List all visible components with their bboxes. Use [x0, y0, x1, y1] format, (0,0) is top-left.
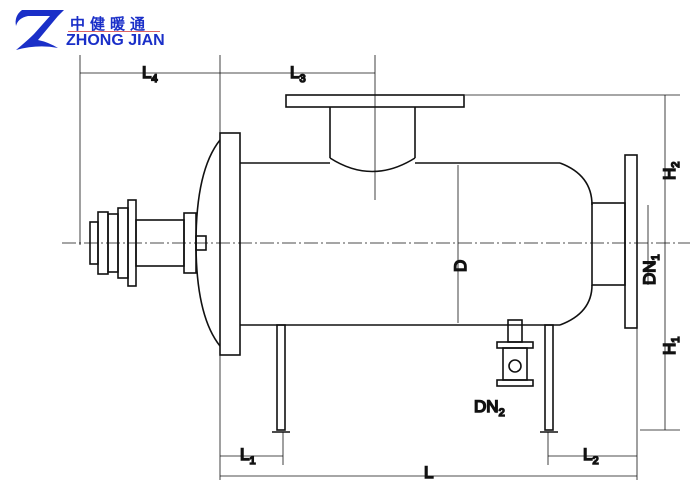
dim-D: D: [451, 260, 470, 272]
dim-H1: H1: [660, 337, 682, 355]
dim-L1: L1: [240, 445, 256, 467]
support-legs: [272, 324, 558, 433]
dim-DN1: DN1: [640, 254, 662, 285]
dim-DN2: DN2: [474, 397, 505, 419]
dim-L4: L4: [142, 63, 158, 85]
company-logo: 中健暖通 ZHONG JIAN: [8, 4, 208, 54]
dim-H2: H2: [660, 162, 682, 180]
electric-heater-head: [89, 199, 207, 287]
dim-L: L: [424, 463, 433, 482]
logo-chinese: 中健暖通: [70, 15, 151, 33]
dim-L2: L2: [583, 445, 599, 467]
logo-english: ZHONG JIAN: [66, 32, 165, 49]
vessel-body: [195, 132, 638, 356]
dimension-lines: [79, 55, 680, 480]
logo-underline: [68, 31, 160, 32]
drain-outlet: [496, 319, 534, 387]
dim-L3: L3: [290, 63, 306, 85]
logo-z-mark: [15, 10, 65, 50]
